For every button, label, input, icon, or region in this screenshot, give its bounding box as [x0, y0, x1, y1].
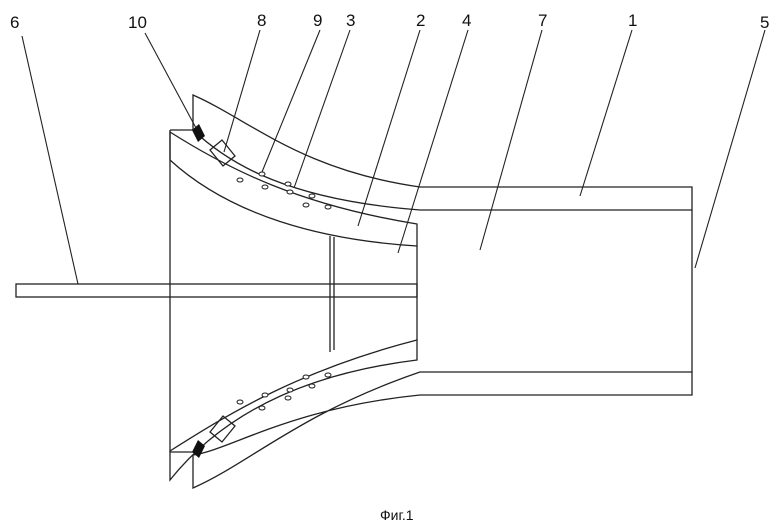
label-1: 1 [628, 11, 637, 30]
label-7: 7 [538, 11, 547, 30]
label-6: 6 [10, 13, 19, 32]
inner-liner-lower [170, 340, 417, 480]
label-10: 10 [128, 13, 147, 32]
leader-1 [580, 30, 632, 196]
label-5: 5 [760, 13, 769, 32]
label-2: 2 [416, 11, 425, 30]
leader-8 [224, 30, 260, 152]
balls-lower [237, 373, 331, 410]
leader-3 [294, 30, 350, 188]
leader-6 [22, 36, 78, 284]
label-4: 4 [462, 11, 471, 30]
label-9: 9 [313, 11, 322, 30]
figure-caption: Фиг.1 [380, 507, 414, 523]
leader-5 [695, 30, 765, 268]
leader-7 [480, 30, 542, 250]
outer-tube-lower-wall [193, 372, 692, 488]
balls-upper [237, 172, 331, 209]
leader-9 [262, 30, 320, 172]
label-8: 8 [257, 11, 266, 30]
label-3: 3 [346, 11, 355, 30]
end-plate-top-lip [170, 130, 193, 452]
leader-2 [358, 30, 420, 226]
leader-10 [145, 33, 196, 128]
leader-4 [398, 30, 468, 253]
rod [16, 284, 417, 297]
